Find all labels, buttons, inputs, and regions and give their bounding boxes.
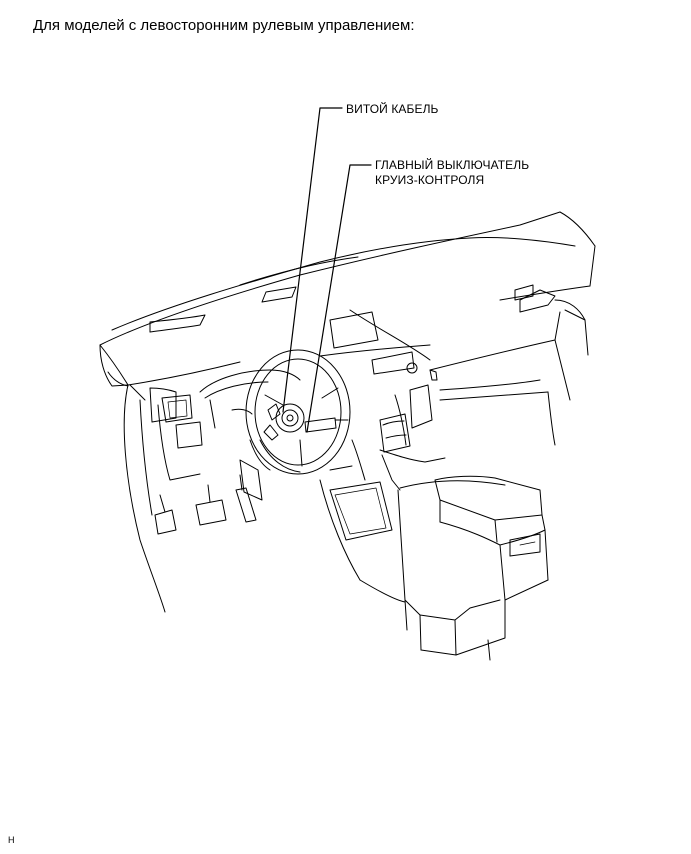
spiral-cable-label: ВИТОЙ КАБЕЛЬ [346,102,439,116]
cruise-control-main-switch-label: ГЛАВНЫЙ ВЫКЛЮЧАТЕЛЬ КРУИЗ-КОНТРОЛЯ [375,158,529,188]
cruise-control-label-line-1: ГЛАВНЫЙ ВЫКЛЮЧАТЕЛЬ [375,158,530,172]
illustration-code: H [8,835,15,845]
dashboard-top [99,211,596,386]
leader-lines [282,107,372,433]
cruise-control-label-line-2: КРУИЗ-КОНТРОЛЯ [375,173,485,187]
spiral-cable-leader [282,107,343,413]
instrument-cluster [199,369,301,429]
center-stack [319,309,433,453]
pedals [154,474,257,535]
passenger-dash [429,245,596,446]
center-console [379,449,549,661]
page-heading: Для моделей с левосторонним рулевым упра… [33,17,415,34]
steering-wheel [231,349,351,475]
lower-dash [239,439,406,603]
left-dash-panel [99,344,203,613]
cruise-switch-leader [306,164,372,433]
